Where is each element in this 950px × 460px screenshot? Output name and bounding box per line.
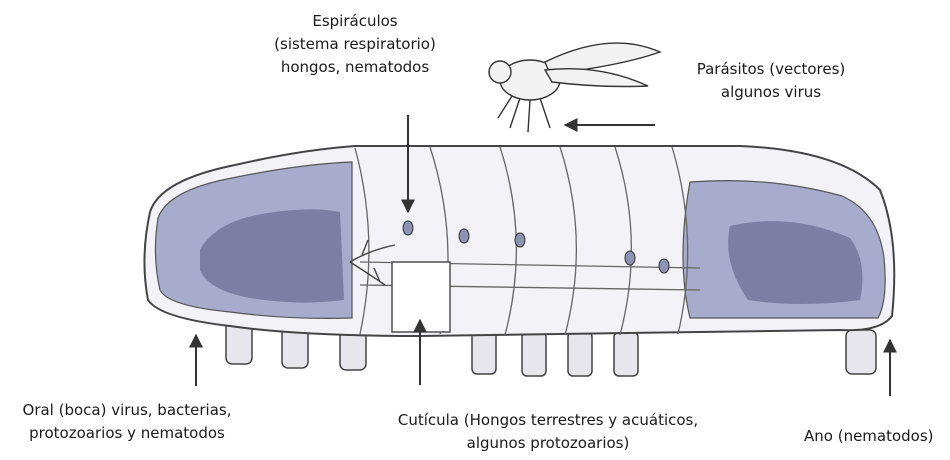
label-espiraculos: Espiráculos (sistema respiratorio) hongo… — [245, 10, 465, 79]
label-oral: Oral (boca) virus, bacterias, protozoari… — [2, 399, 252, 445]
label-cuticula: Cutícula (Hongos terrestres y acuáticos,… — [368, 409, 728, 455]
label-parasitos: Parásitos (vectores) algunos virus — [676, 58, 866, 104]
label-ano: Ano (nematodos) — [804, 425, 934, 448]
fly-icon — [489, 43, 660, 132]
